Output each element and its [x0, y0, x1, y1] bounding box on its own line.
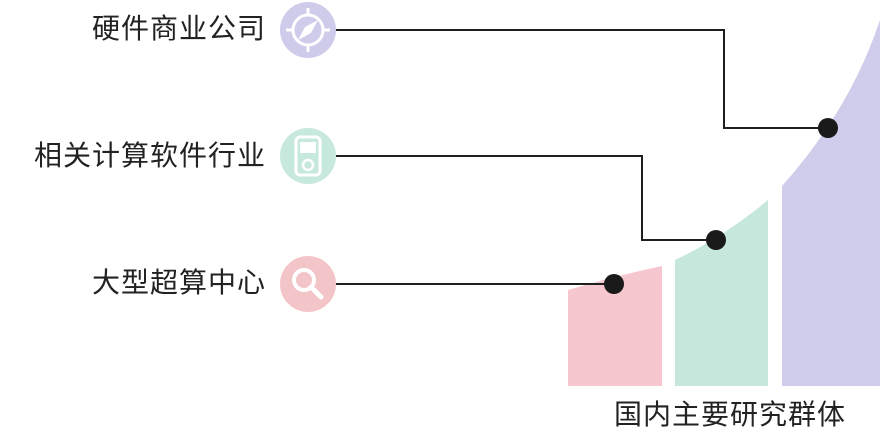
area-bar-hardware	[782, 20, 880, 386]
music-player-icon	[280, 128, 336, 184]
connector-line-hardware	[336, 29, 828, 129]
caption-research-groups: 国内主要研究群体	[614, 398, 847, 431]
connector-dot-software	[706, 230, 726, 250]
label-supercomputing-centers: 大型超算中心	[91, 266, 266, 299]
area-bar-software	[675, 200, 768, 386]
magnifier-icon	[280, 256, 336, 312]
connector-line-software	[336, 155, 716, 241]
connector-dot-supercomputing	[604, 274, 624, 294]
connector-dot-hardware	[818, 118, 838, 138]
label-software-industry: 相关计算软件行业	[33, 139, 266, 172]
label-hardware-companies: 硬件商业公司	[91, 12, 266, 45]
compass-icon	[280, 2, 336, 58]
area-bar-supercomputing	[568, 266, 662, 386]
